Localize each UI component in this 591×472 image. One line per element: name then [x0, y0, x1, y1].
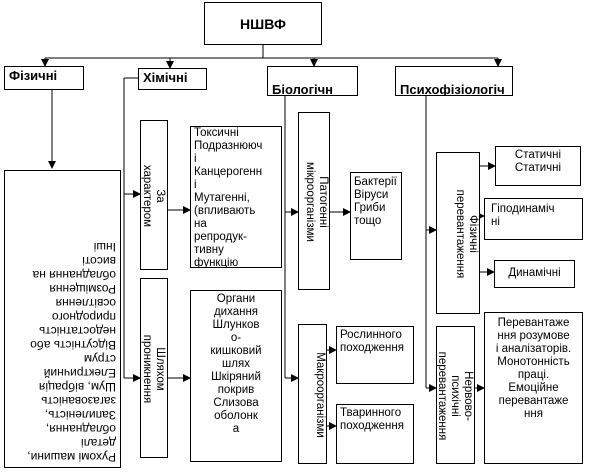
- bio-micro-box: Патогенні мікроорганізми: [298, 112, 330, 290]
- category-psycho-label: Психофізіологіч ні: [400, 82, 505, 96]
- psycho-hypo-box: Гіподинаміч ні: [484, 198, 583, 240]
- chemical-path-items: Органи дихання Шлунков о- кишковий шлях …: [190, 290, 282, 462]
- chemical-path-box: Шляхом проникнення: [140, 278, 168, 458]
- psycho-neuro-items: Перевантаже ння розумове і аналізаторів.…: [484, 312, 583, 464]
- chemical-character-label: За характером дії: [141, 164, 166, 228]
- psycho-physical-box: Фізичні перевантаження: [436, 152, 480, 314]
- chemical-character-items: Токсичні Подразнююч і Канцерогенн і Мута…: [190, 126, 282, 268]
- category-biological-label: Біологічн і: [272, 82, 334, 96]
- chemical-path-label: Шляхом проникнення: [141, 334, 166, 404]
- psycho-neuro-box: Нервово- психічні перевантаження: [436, 326, 475, 464]
- bio-plant-box: Рослинного походження: [336, 326, 414, 384]
- bio-macro-label: Макроорганізми: [314, 352, 326, 438]
- psycho-static-box: Статичні Статичні: [495, 146, 581, 186]
- physical-factors-box: Рухомі машини, деталі обладнання, Запиле…: [4, 170, 121, 468]
- psycho-physical-label: Фізичні перевантаження: [454, 189, 479, 279]
- chemical-character-box: За характером дії: [140, 120, 168, 270]
- category-physical-label: Фізичні: [9, 68, 58, 83]
- category-chemical: Хімічні: [138, 68, 207, 90]
- bio-macro-box: Макроорганізми: [298, 324, 327, 464]
- physical-factors-text: Рухомі машини, деталі обладнання, Запиле…: [27, 240, 116, 464]
- psycho-neuro-label: Нервово- психічні перевантаження: [436, 351, 474, 441]
- diagram-title: НШВФ: [240, 15, 286, 32]
- category-chemical-label: Хімічні: [143, 70, 188, 85]
- category-physical: Фізичні: [4, 66, 84, 90]
- bio-animal-box: Тваринного походження: [336, 404, 414, 464]
- psycho-dynamic-box: Динамічні: [494, 260, 575, 288]
- bio-micro-label: Патогенні мікроорганізми: [304, 162, 329, 242]
- category-psycho: Психофізіологіч ні: [395, 66, 513, 96]
- category-biological: Біологічн і: [267, 66, 358, 96]
- bio-micro-items: Бактерії Віруси Гриби тощо: [350, 172, 402, 260]
- title-box: НШВФ: [204, 2, 322, 45]
